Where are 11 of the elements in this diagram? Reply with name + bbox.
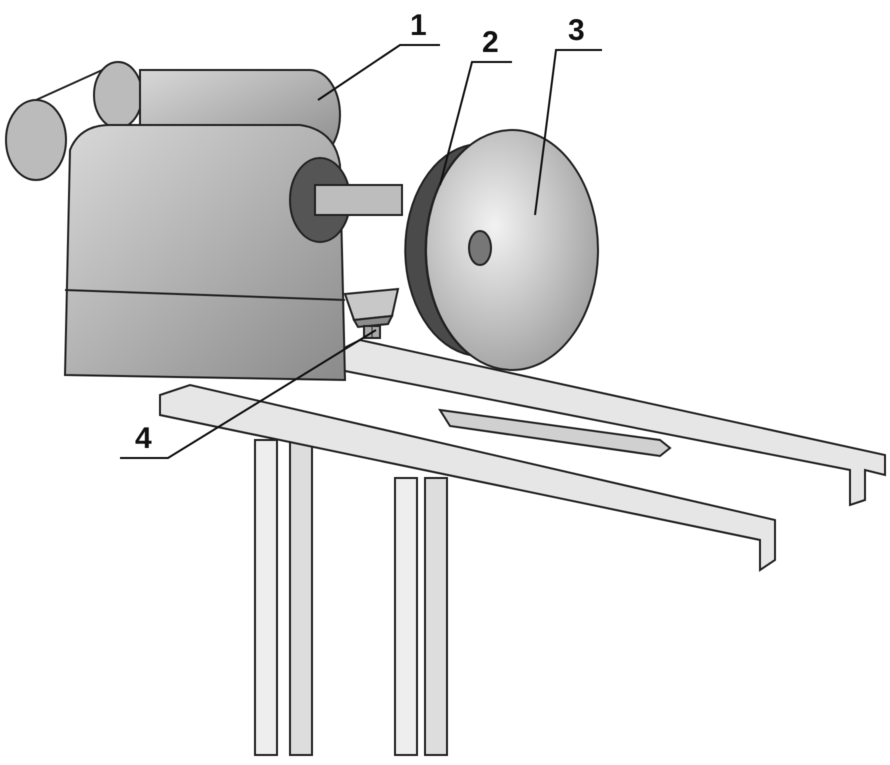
motor-drawing (5, 61, 403, 381)
callout-number: 3 (568, 15, 585, 47)
tool-rest-drawing (344, 288, 400, 339)
leader-line (120, 329, 377, 459)
leader-line (317, 44, 440, 101)
leader-line (534, 49, 602, 216)
leader-line (439, 61, 512, 186)
callout-number: 2 (482, 27, 499, 59)
callout-number: 1 (410, 10, 427, 42)
saw-disc-drawing (425, 129, 599, 371)
callout-number: 4 (135, 423, 152, 455)
